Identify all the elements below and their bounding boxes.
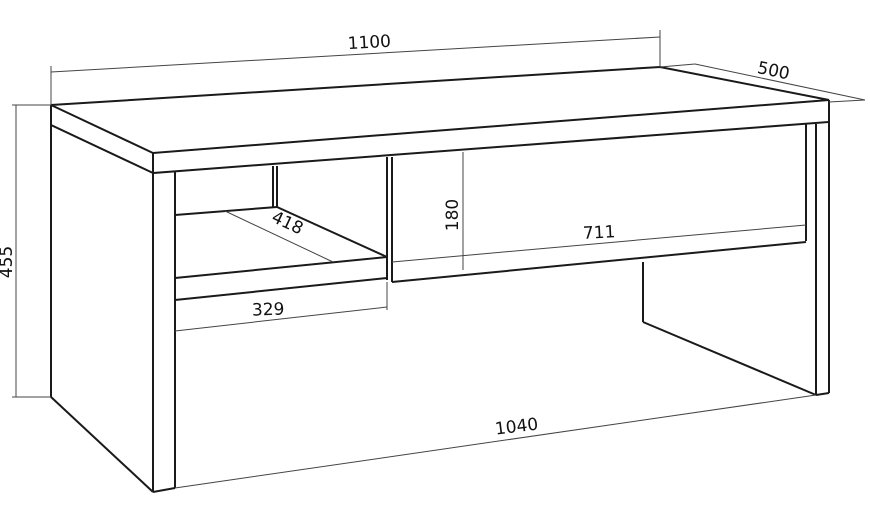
dim-label-height: 455 [0, 246, 17, 278]
dim-label-shelf-width: 329 [252, 300, 285, 321]
left-side-panel [50, 125, 176, 493]
dim-label-depth: 500 [755, 58, 791, 84]
dimension-height: 455 [0, 104, 51, 398]
dimension-overall-width: 1100 [50, 30, 661, 105]
dimension-drawer-width: 711 [582, 222, 615, 244]
dim-label-overall-width: 1100 [347, 32, 391, 54]
dimension-depth: 500 [659, 58, 866, 103]
dimension-shelf-width: 329 [174, 282, 388, 332]
middle-divider [386, 157, 393, 282]
dimension-base-width: 1040 [174, 394, 817, 489]
dimension-drawer-height: 180 [443, 152, 464, 270]
shelf-back-post [272, 166, 278, 207]
drawer-front [391, 124, 807, 283]
dim-label-drawer-width: 711 [582, 222, 615, 244]
table-top [50, 65, 830, 175]
dim-label-drawer-height: 180 [443, 199, 463, 231]
right-side-panel [642, 122, 830, 396]
dimension-shelf-depth: 418 [224, 207, 334, 263]
